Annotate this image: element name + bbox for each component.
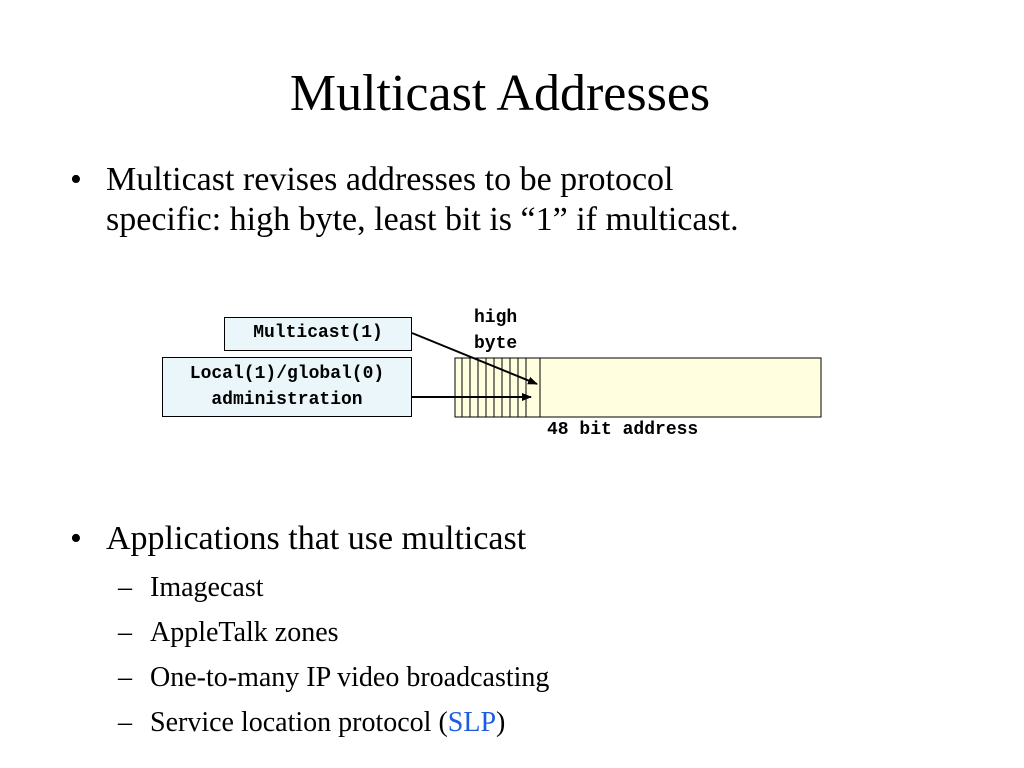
subitem-text: AppleTalk zones xyxy=(150,617,339,648)
slide-title: Multicast Addresses xyxy=(289,65,711,122)
administration-label: administration xyxy=(211,390,363,410)
bullet-dot: • xyxy=(70,161,82,198)
address-field xyxy=(454,357,822,418)
bullet-protocol-specific: • Multicast revises addresses to be prot… xyxy=(70,160,970,242)
subitem-dash: – xyxy=(118,662,132,693)
subitem-dash: – xyxy=(118,707,132,738)
multicast-bit-label: Multicast(1) xyxy=(253,323,383,343)
subitem-dash: – xyxy=(118,572,132,603)
slp-prefix: Service location protocol ( xyxy=(150,707,448,738)
subitem-dash: – xyxy=(118,617,132,648)
local-global-label: Local(1)/global(0) xyxy=(189,364,385,384)
bullet-dot: • xyxy=(70,520,82,557)
bullet-applications: • Applications that use multicast xyxy=(70,519,970,559)
high-byte-label-high: high xyxy=(474,308,518,328)
multicast-bit-box: Multicast(1) xyxy=(224,317,412,351)
bullet-text-line2: specific: high byte, least bit is “1” if… xyxy=(106,201,739,238)
subitem-text: Imagecast xyxy=(150,572,264,603)
bullet-text: Applications that use multicast xyxy=(106,520,527,557)
bullet-text-line1: Multicast revises addresses to be protoc… xyxy=(106,161,674,198)
local-global-box: Local(1)/global(0) administration xyxy=(162,357,412,417)
subitem-text: Service location protocol (SLP) xyxy=(150,706,505,740)
slp-suffix: ) xyxy=(496,707,506,738)
address-size-label: 48 bit address xyxy=(547,420,699,440)
high-byte-label-byte: byte xyxy=(474,334,518,354)
slp-link[interactable]: SLP xyxy=(447,707,497,738)
subitem-text: One-to-many IP video broadcasting xyxy=(150,662,550,693)
